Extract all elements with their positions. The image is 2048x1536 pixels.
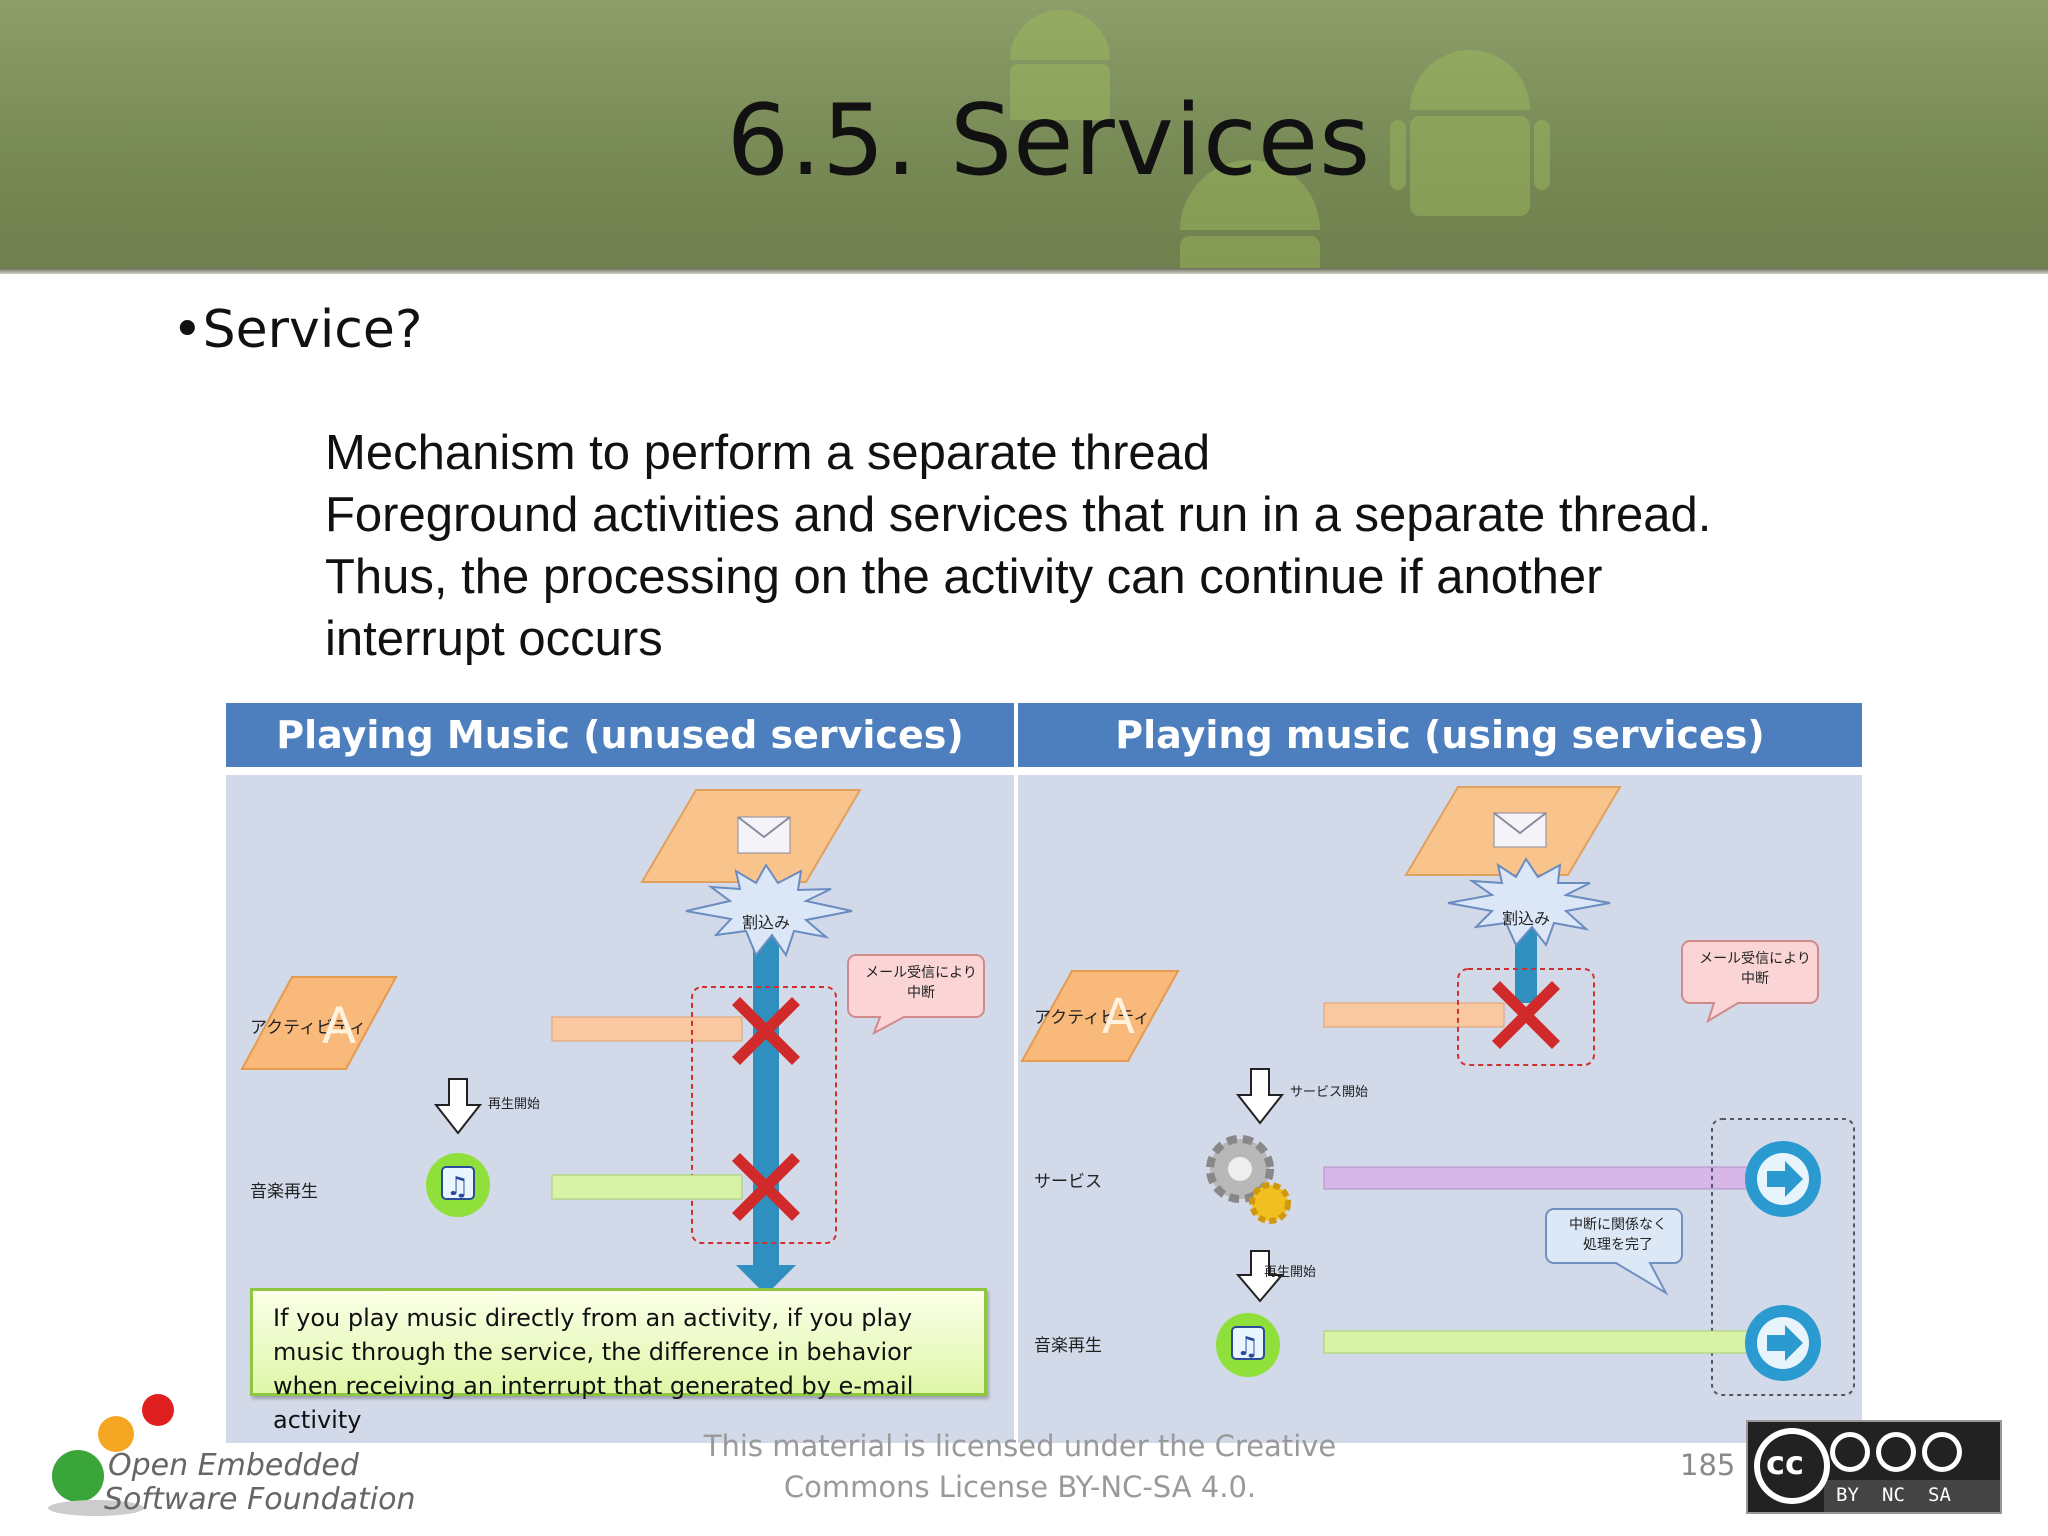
play-start-label: 再生開始 [488,1097,541,1112]
interrupt-label: 割込み [1501,909,1551,928]
body-line: interrupt occurs [325,612,663,666]
body-text: Mechanism to perform a separate thread F… [325,422,1711,670]
callout-line: メール受信により [1699,951,1811,967]
callout-line: 中断 [1741,971,1769,987]
svg-text:♫: ♫ [1236,1332,1259,1362]
activity-letter: A [1102,989,1135,1045]
android-robot-icon [1390,50,1550,216]
callout-line: メール受信により [865,965,977,981]
explanation-note: If you play music directly from an activ… [250,1288,987,1434]
right-column-header: Playing music (using services) [1018,703,1862,767]
cc-nc-label: NC [1882,1484,1905,1506]
music-note-icon: ♫ [426,1153,490,1217]
callout-bubble [1681,940,1819,1024]
body-line: Foreground activities and services that … [325,488,1712,542]
interrupt-label: 割込み [741,913,791,932]
down-arrow-icon [1235,1250,1285,1303]
android-robot-icon [1010,10,1110,120]
music-label: 音楽再生 [250,1182,318,1202]
down-arrow-icon [1235,1068,1285,1125]
callout-text: 中断に関係なく 処理を完了 [1548,1215,1688,1255]
activity-letter: A [322,997,357,1055]
activity-bar [551,1016,743,1042]
gear-icon [1206,1135,1291,1224]
cross-icon [1492,981,1560,1049]
comparison-diagram: Playing Music (unused services) Playing … [226,703,1862,1443]
cc-label: cc [1766,1444,1804,1482]
license-line: This material is licensed under the Crea… [703,1429,1337,1463]
activity-shape [240,976,398,1070]
music-note-icon: ♫ [1216,1313,1280,1377]
callout-line: 処理を完了 [1583,1237,1653,1253]
callout-line: 中断 [907,985,935,1001]
banner-divider [0,268,2048,274]
callout-line: 中断に関係なく [1569,1217,1667,1233]
down-arrow-icon [433,1078,483,1135]
music-bar [551,1174,743,1200]
svg-text:♫: ♫ [446,1172,469,1202]
left-panel: ♫ 割込み アクティビティ A 再生開始 音楽再生 メール受信により 中断 If… [226,775,1014,1443]
android-robot-icon [1180,160,1320,272]
right-panel: ♫ 割込み アクティビティ A メール受信により 中断 サービス開始 サービス … [1018,775,1862,1443]
bullet-heading: •Service? [172,300,423,360]
activity-label: アクティビティ [250,1018,367,1038]
activity-label: アクティビティ [1034,1008,1151,1028]
service-bar [1323,1166,1755,1190]
logo-line: Software Foundation [104,1482,416,1517]
cc-by-label: BY [1836,1484,1859,1506]
callout-text: メール受信により 中断 [858,963,984,1003]
callout-text: メール受信により 中断 [1692,949,1818,989]
music-label: 音楽再生 [1034,1336,1102,1356]
music-bar [1323,1330,1755,1354]
logo-line: Open Embedded [108,1448,359,1483]
callout-bubble [847,954,985,1036]
license-text: This material is licensed under the Crea… [700,1426,1340,1508]
service-label: サービス [1034,1172,1102,1192]
interrupt-arrow [753,900,779,1265]
oesf-logo-icon [48,1394,174,1516]
cross-icon [732,1153,800,1221]
cross-icon [732,997,800,1065]
callout-bubble [1545,1208,1683,1296]
left-column-header: Playing Music (unused services) [226,703,1014,767]
activity-bar [1323,1002,1505,1028]
cc-license-badge: cc BY NC SA [1746,1420,2002,1514]
body-line: Mechanism to perform a separate thread [325,426,1211,480]
starburst-icon [685,863,853,958]
body-line: Thus, the processing on the activity can… [325,550,1603,604]
activity-shape [1020,970,1180,1062]
starburst-icon [1447,857,1611,948]
page-number: 185 [1680,1448,1736,1482]
title-banner: 6.5. Services [0,0,2048,272]
license-line: Commons License BY-NC-SA 4.0. [783,1470,1257,1504]
arrow-circle-icon [1745,1141,1821,1217]
play-start-label: 再生開始 [1264,1265,1317,1280]
service-start-label: サービス開始 [1290,1085,1369,1100]
cc-sa-label: SA [1928,1484,1951,1506]
slide-title: 6.5. Services [726,84,1372,198]
arrow-circle-icon [1745,1305,1821,1381]
